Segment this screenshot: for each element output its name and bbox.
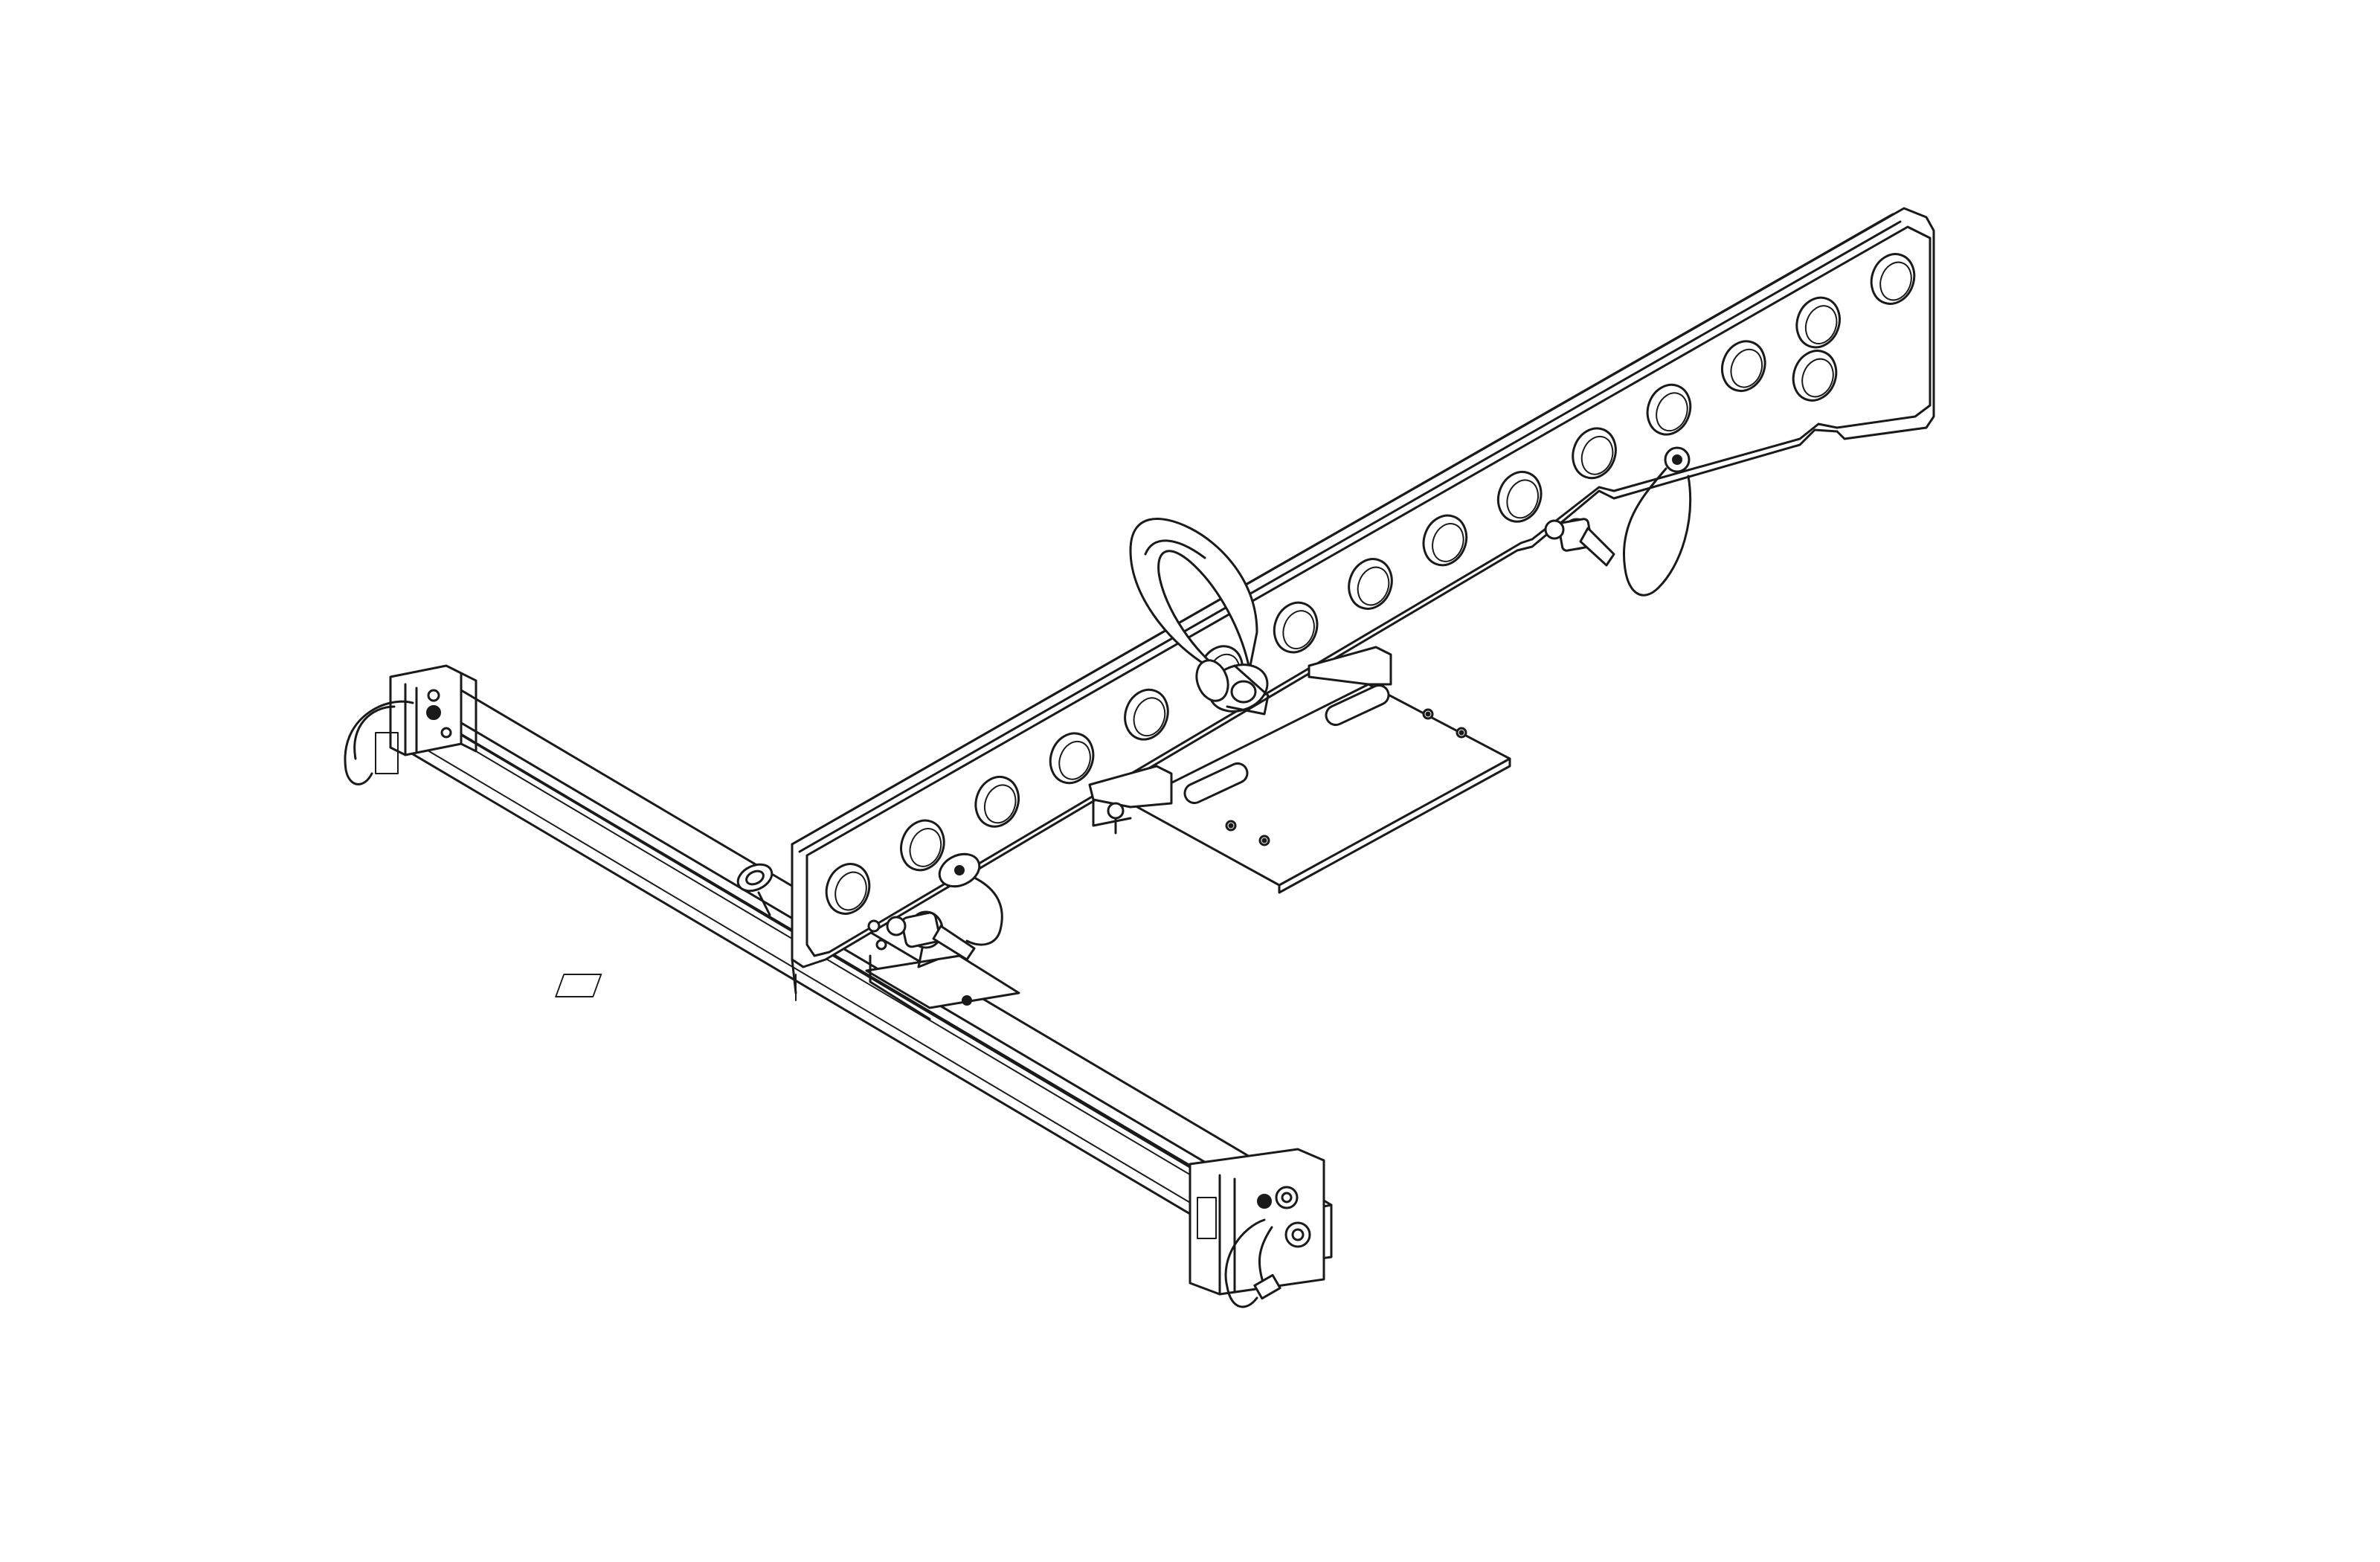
- center-slider-block: [555, 954, 1020, 1021]
- pickup-hole: [1422, 514, 1468, 567]
- pickup-hole: [1572, 427, 1617, 480]
- pickup-hole: [900, 819, 945, 872]
- pickup-hole: [1795, 296, 1841, 349]
- pickup-hole: [1273, 601, 1319, 654]
- pickup-hole: [1124, 688, 1169, 741]
- left-safety-pin-icon: [344, 700, 414, 785]
- pickup-hole-lower: [1792, 350, 1838, 402]
- pickup-holes: [825, 253, 1916, 915]
- pickup-pin-left-icon: [867, 852, 1003, 968]
- right-end-bracket: [1189, 1148, 1325, 1296]
- left-end-bracket: [375, 664, 477, 774]
- pickup-hole: [1496, 471, 1543, 523]
- pickup-pin-right-icon: [1544, 446, 1692, 597]
- pickup-hole: [1049, 732, 1095, 785]
- tilt-plate: [1088, 646, 1511, 894]
- pickup-hole: [1870, 253, 1916, 305]
- shackle-icon: [1129, 518, 1270, 716]
- left-beam-pin-icon: [736, 863, 774, 916]
- pickup-hole: [825, 863, 871, 915]
- right-safety-pin-icon: [1224, 1218, 1281, 1308]
- pickup-hole: [1721, 340, 1766, 392]
- pickup-hole: [974, 776, 1020, 828]
- cross-beam: [344, 664, 1333, 1308]
- pickup-hole: [1646, 383, 1692, 436]
- pickup-hole: [1348, 558, 1393, 610]
